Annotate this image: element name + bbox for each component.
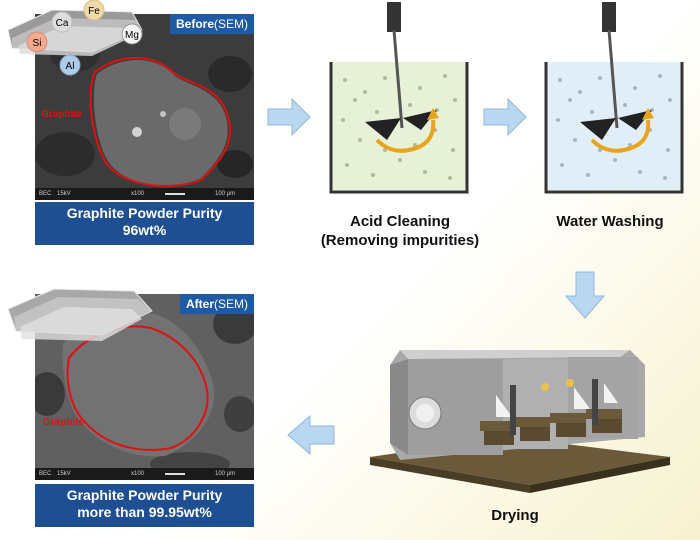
after-sem-tag: After(SEM)	[179, 294, 254, 314]
impurity-crystal-illustration: Si Ca Fe Mg Al	[7, 0, 143, 76]
before-scale-mag: x100	[131, 191, 145, 197]
water-washing-label: Water Washing	[556, 213, 664, 230]
before-tag-bold: Before	[175, 17, 214, 31]
before-scale-kv: 15kV	[57, 191, 71, 197]
after-caption-line2: more than 99.95wt%	[77, 504, 212, 520]
after-scale-mode: BEC	[39, 471, 52, 477]
after-sem-panel: Graphite After(SEM) BEC 15kV x100 100 µm	[35, 294, 254, 480]
after-scale-bar: BEC 15kV x100 100 µm	[35, 468, 254, 480]
arrow-left-icon	[287, 414, 335, 456]
acid-cleaning-line1: Acid Cleaning	[349, 213, 450, 230]
acid-cleaning-label: Acid Cleaning (Removing impurities)	[305, 212, 495, 250]
acid-cleaning-line2: (Removing impurities)	[320, 232, 480, 249]
before-caption-line2: 96wt%	[122, 222, 167, 238]
water-washing-tank	[544, 2, 684, 194]
before-graphite-outline	[89, 57, 232, 187]
after-tag-bold: After	[185, 297, 214, 311]
after-graphite-label: Graphite	[43, 417, 85, 428]
before-scale-line	[165, 193, 185, 195]
before-scale-bar: BEC 15kV x100 100 µm	[35, 188, 254, 200]
after-scale-mag: x100	[131, 471, 145, 477]
element-ca-label: Ca	[56, 18, 69, 29]
after-scale-line	[165, 473, 185, 475]
after-purity-caption: Graphite Powder Purity more than 99.95wt…	[35, 484, 254, 527]
before-graphite-label: Graphite	[41, 109, 83, 120]
arrow-right-2-icon	[483, 97, 527, 137]
arrow-down-icon	[564, 271, 606, 319]
element-al-label: Al	[66, 61, 75, 72]
arrow-right-1-icon	[267, 97, 311, 137]
before-sem-tag: Before(SEM)	[169, 14, 254, 34]
acid-cleaning-tank	[329, 2, 469, 194]
element-mg-label: Mg	[125, 30, 139, 41]
after-scale-kv: 15kV	[57, 471, 71, 477]
element-fe-label: Fe	[88, 6, 100, 17]
after-scale-len: 100 µm	[215, 471, 236, 477]
pure-crystal-illustration	[7, 288, 153, 341]
before-purity-caption: Graphite Powder Purity 96wt%	[35, 202, 254, 245]
drying-label: Drying	[491, 507, 539, 524]
before-caption-line1: Graphite Powder Purity	[66, 205, 223, 221]
element-si-label: Si	[33, 38, 42, 49]
before-scale-len: 100 µm	[215, 191, 236, 197]
dryer-machine	[370, 350, 670, 493]
after-graphite-outline	[66, 325, 209, 451]
before-scale-mode: BEC	[39, 191, 52, 197]
after-caption-line1: Graphite Powder Purity	[66, 487, 223, 503]
before-tag-rest: (SEM)	[214, 17, 248, 31]
after-tag-rest: (SEM)	[214, 297, 248, 311]
